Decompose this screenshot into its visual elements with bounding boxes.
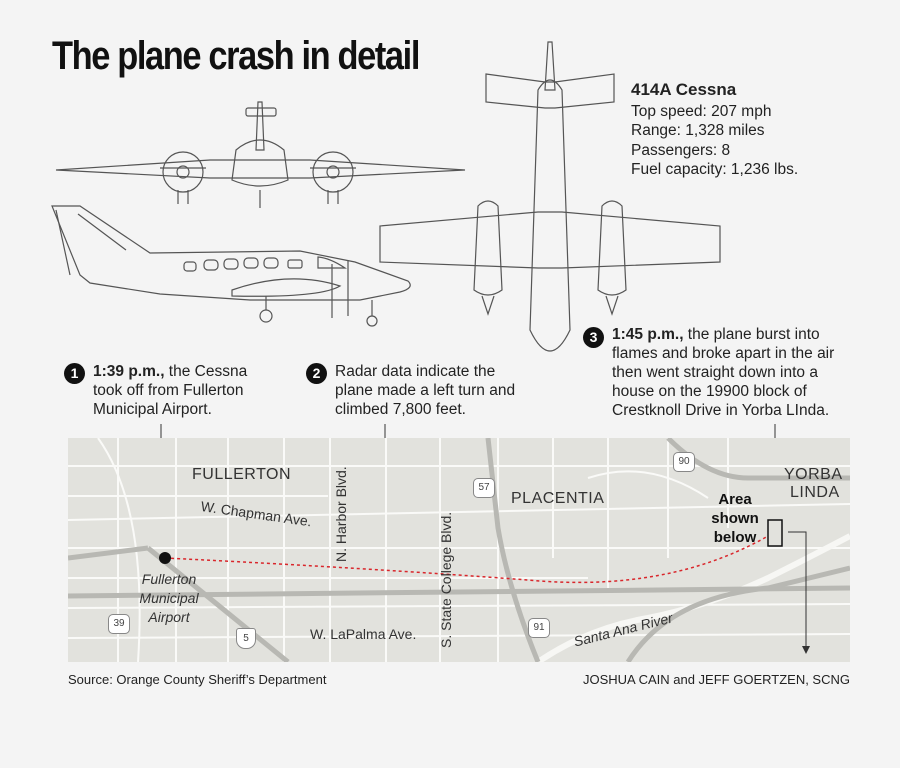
flight-path — [164, 535, 769, 584]
callout-2-text: Radar data indicate the plane made a lef… — [335, 363, 516, 418]
spec-top-speed: Top speed: 207 mph — [631, 102, 772, 120]
callout-3-number: 3 — [583, 327, 604, 348]
interstate-5-shield: 5 — [236, 628, 256, 649]
street-state-college: S. State College Blvd. — [438, 511, 454, 648]
route-91-shield: 91 — [528, 618, 550, 638]
street-lapalma: W. LaPalma Ave. — [310, 626, 417, 642]
callout-3-time: 1:45 p.m., — [612, 326, 684, 343]
city-linda: LINDA — [790, 484, 840, 501]
callout-3-text: the plane burst into flames and broke ap… — [612, 326, 835, 419]
spec-fuel: Fuel capacity: 1,236 lbs. — [631, 161, 799, 178]
plane-side-view — [51, 205, 411, 327]
callout-1-number: 1 — [64, 363, 85, 384]
spec-range: Range: 1,328 miles — [631, 122, 765, 139]
plane-model: 414A Cessna — [631, 80, 737, 99]
route-57-shield: 57 — [473, 478, 495, 498]
callout-3: 1:45 p.m., the plane burst into flames a… — [612, 325, 854, 420]
page-title: The plane crash in detail — [52, 34, 420, 78]
city-yorba: YORBA — [784, 466, 843, 483]
airport-marker — [159, 552, 171, 564]
route-90-shield: 90 — [673, 452, 695, 472]
plane-top-view — [379, 41, 721, 352]
credit-note: JOSHUA CAIN and JEFF GOERTZEN, SCNG — [582, 672, 850, 687]
plane-front-view — [55, 101, 466, 208]
map: FULLERTON PLACENTIA YORBA LINDA W. Chapm… — [68, 438, 850, 662]
street-harbor: N. Harbor Blvd. — [333, 466, 349, 562]
callout-1-text: the Cessna took off from Fullerton Munic… — [93, 363, 248, 418]
callout-2-number: 2 — [306, 363, 327, 384]
callout-1-time: 1:39 p.m., — [93, 363, 165, 380]
plane-illustrations — [51, 41, 721, 352]
area-box — [767, 519, 783, 547]
map-roads — [68, 438, 850, 662]
city-fullerton: FULLERTON — [192, 466, 292, 483]
plane-specs: 414A Cessna Top speed: 207 mph Range: 1,… — [631, 80, 798, 180]
callout-2: Radar data indicate the plane made a lef… — [335, 362, 535, 419]
spec-passengers: Passengers: 8 — [631, 141, 731, 159]
callout-1: 1:39 p.m., the Cessna took off from Full… — [93, 362, 268, 419]
source-note: Source: Orange County Sheriff’s Departme… — [68, 672, 327, 687]
route-39-shield: 39 — [108, 614, 130, 634]
city-placentia: PLACENTIA — [511, 490, 605, 507]
